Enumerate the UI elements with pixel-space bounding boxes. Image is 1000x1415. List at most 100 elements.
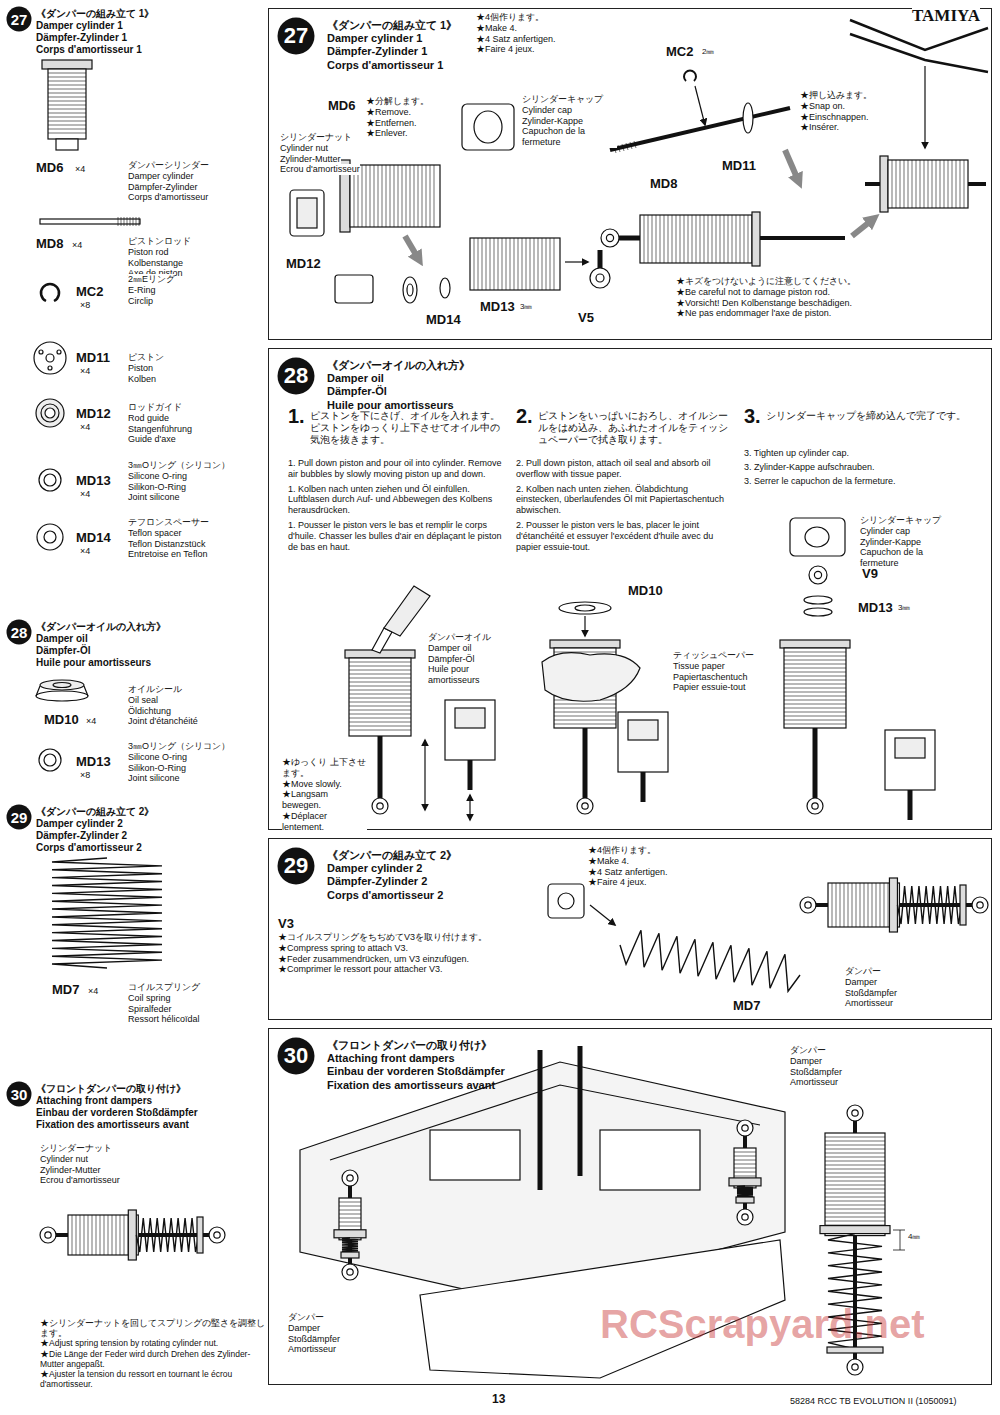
part-drawing — [960, 885, 966, 925]
part-drawing — [780, 640, 850, 648]
step-number-circle: 30 — [277, 1037, 315, 1075]
part-drawing — [618, 145, 620, 152]
part-drawing — [664, 215, 665, 263]
part-drawing — [430, 165, 431, 227]
part-drawing — [526, 238, 527, 290]
part-name: Zylinder-Kappe — [522, 116, 617, 127]
quantity: ×4 — [80, 546, 90, 557]
part-name: ロッドガイド — [128, 402, 182, 413]
note: ★Faire 4 jeux. — [588, 877, 647, 888]
dimension: 3㎜ — [898, 603, 910, 613]
part-name: Papier essuie-tout — [673, 682, 746, 693]
step-number: 27 — [284, 25, 308, 47]
part-drawing — [606, 234, 613, 241]
step-number-circle: 27 — [6, 6, 32, 32]
part-drawing — [784, 696, 846, 697]
part-drawing — [912, 160, 913, 208]
part-drawing — [554, 238, 555, 290]
part-drawing — [583, 728, 588, 798]
part-drawing — [554, 716, 616, 717]
quantity: ×4 — [75, 164, 85, 175]
part-drawing — [840, 883, 841, 927]
step-heading: Fixation des amortisseurs avant — [327, 1079, 495, 1092]
part-drawing — [622, 144, 624, 151]
part-name: Damper — [288, 1323, 320, 1334]
part-name: Zylinder-Kappe — [860, 537, 950, 548]
circle-shape — [278, 358, 315, 395]
part-drawing — [40, 1227, 56, 1243]
part-drawing — [578, 1046, 583, 1176]
part-name: Cylinder nut — [40, 1154, 88, 1165]
part-drawing — [825, 1157, 885, 1158]
part-name: Oil seal — [128, 695, 158, 706]
part-code: MC2 — [666, 44, 693, 60]
motion-arrow — [565, 261, 588, 262]
part-name: Amortisseur — [845, 998, 893, 1009]
step-heading: Damper cylinder 2 — [36, 818, 123, 830]
part-code: MD6 — [36, 160, 63, 176]
step-heading: Huile pour amortisseurs — [36, 657, 151, 669]
part-drawing — [804, 608, 832, 616]
part-drawing — [390, 165, 391, 227]
part-code: MD14 — [426, 312, 461, 328]
part-drawing — [44, 754, 56, 766]
part-drawing — [349, 718, 411, 719]
part-drawing — [880, 883, 881, 927]
part-drawing — [900, 160, 901, 208]
part-name: Amortisseur — [790, 1077, 838, 1088]
part-code: MD13 — [76, 754, 111, 770]
part-drawing — [56, 139, 78, 150]
part-drawing — [335, 275, 373, 303]
motion-arrow — [469, 795, 470, 820]
part-drawing — [660, 215, 661, 263]
part-code: MD6 — [328, 98, 355, 114]
part-drawing — [825, 1173, 885, 1174]
note: ★Ajuster la tension du ressort en tourna… — [40, 1369, 265, 1389]
quantity: ×4 — [80, 489, 90, 500]
dimension: 2㎜ — [702, 47, 714, 57]
part-drawing — [349, 706, 411, 707]
sub-step-number: 3. — [744, 404, 761, 428]
part-drawing — [42, 60, 92, 69]
part-drawing — [960, 160, 961, 208]
part-drawing — [876, 883, 877, 927]
part-drawing — [398, 165, 399, 227]
part-name: Teflon Distanzstück — [128, 539, 206, 550]
part-drawing — [554, 704, 616, 705]
note: ★Make 4. — [588, 856, 629, 867]
part-drawing — [502, 238, 503, 290]
part-drawing — [716, 215, 717, 263]
part-name: Spiralfeder — [128, 1004, 172, 1015]
dimension: 4㎜ — [908, 1232, 920, 1242]
part-drawing — [36, 691, 88, 701]
part-drawing — [920, 160, 921, 208]
part-drawing — [455, 708, 485, 728]
part-drawing — [45, 1232, 51, 1238]
part-drawing — [349, 730, 411, 731]
part-drawing — [48, 366, 52, 370]
part-drawing — [434, 165, 435, 227]
part-drawing — [676, 215, 677, 263]
note: ★Entfernen. — [366, 118, 417, 129]
part-drawing — [852, 1110, 858, 1116]
part-name: シリンダーキャップ — [860, 515, 950, 526]
part-drawing — [534, 238, 535, 290]
part-drawing — [825, 1181, 885, 1182]
part-drawing — [825, 1177, 885, 1178]
step-heading: Damper cylinder 2 — [327, 862, 422, 875]
part-drawing — [370, 165, 371, 227]
part-drawing — [784, 692, 846, 693]
motion-arrow — [695, 86, 705, 125]
part-name: Coil spring — [128, 993, 171, 1004]
part-drawing — [872, 883, 873, 927]
part-name: 2㎜Eリング — [128, 274, 175, 285]
part-name: ティッシュペーパー — [673, 650, 754, 661]
part-drawing — [554, 724, 616, 725]
part-name: Ecrou d'amortisseur — [280, 164, 360, 175]
step-number-circle: 29 — [277, 847, 315, 885]
part-name: Damper — [845, 977, 877, 988]
part-drawing — [538, 1050, 543, 1190]
part-drawing — [852, 1364, 858, 1370]
part-drawing — [784, 660, 846, 661]
part-drawing — [590, 268, 610, 288]
